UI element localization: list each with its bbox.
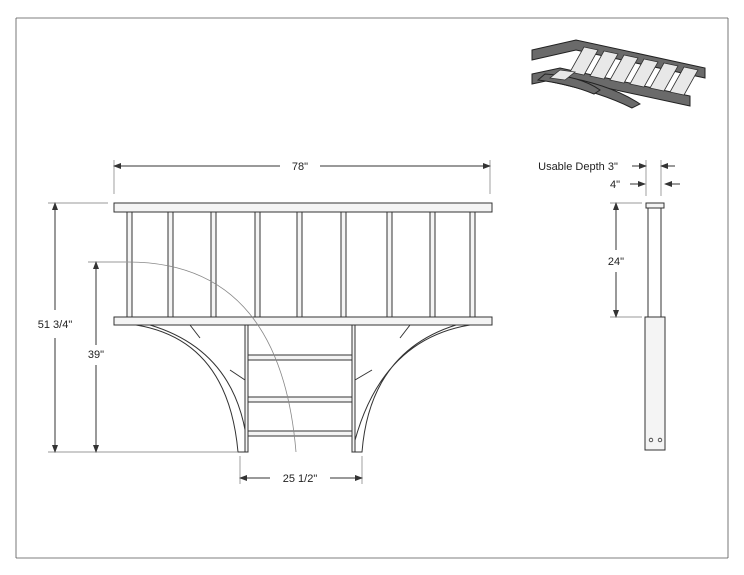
sheet-border xyxy=(15,17,729,559)
side-view xyxy=(644,202,666,451)
dimension-overall-height: 51 3/4" xyxy=(38,202,238,453)
dimension-inner-height: 39" xyxy=(88,261,126,453)
iso-rungs xyxy=(549,46,699,96)
bottom-width-label: 25 1/2" xyxy=(283,473,318,485)
usable-depth-label: Usable Depth 3" xyxy=(538,161,618,173)
radius-arc xyxy=(127,261,297,453)
middle-rail xyxy=(113,316,493,326)
inner-height-label: 39" xyxy=(88,349,104,361)
overall-height-label: 51 3/4" xyxy=(38,319,73,331)
side-height-label: 24" xyxy=(608,256,624,268)
top-rail xyxy=(113,202,493,213)
isometric-view xyxy=(531,39,706,109)
dimension-usable-depth: Usable Depth 3" xyxy=(538,160,675,196)
dimension-bottom-width: 25 1/2" xyxy=(239,456,363,485)
left-branch-curve xyxy=(135,324,249,453)
right-branch-curve xyxy=(351,324,471,453)
front-view xyxy=(113,202,493,453)
rail-depth-label: 4" xyxy=(610,179,620,191)
branch-rungs xyxy=(247,354,353,437)
dimension-overall-width: 78" xyxy=(113,160,491,194)
overall-width-label: 78" xyxy=(292,161,308,173)
dimension-side-height: 24" xyxy=(608,202,642,318)
dimension-rail-depth: 4" xyxy=(610,179,680,191)
straight-section-rungs xyxy=(126,211,476,318)
